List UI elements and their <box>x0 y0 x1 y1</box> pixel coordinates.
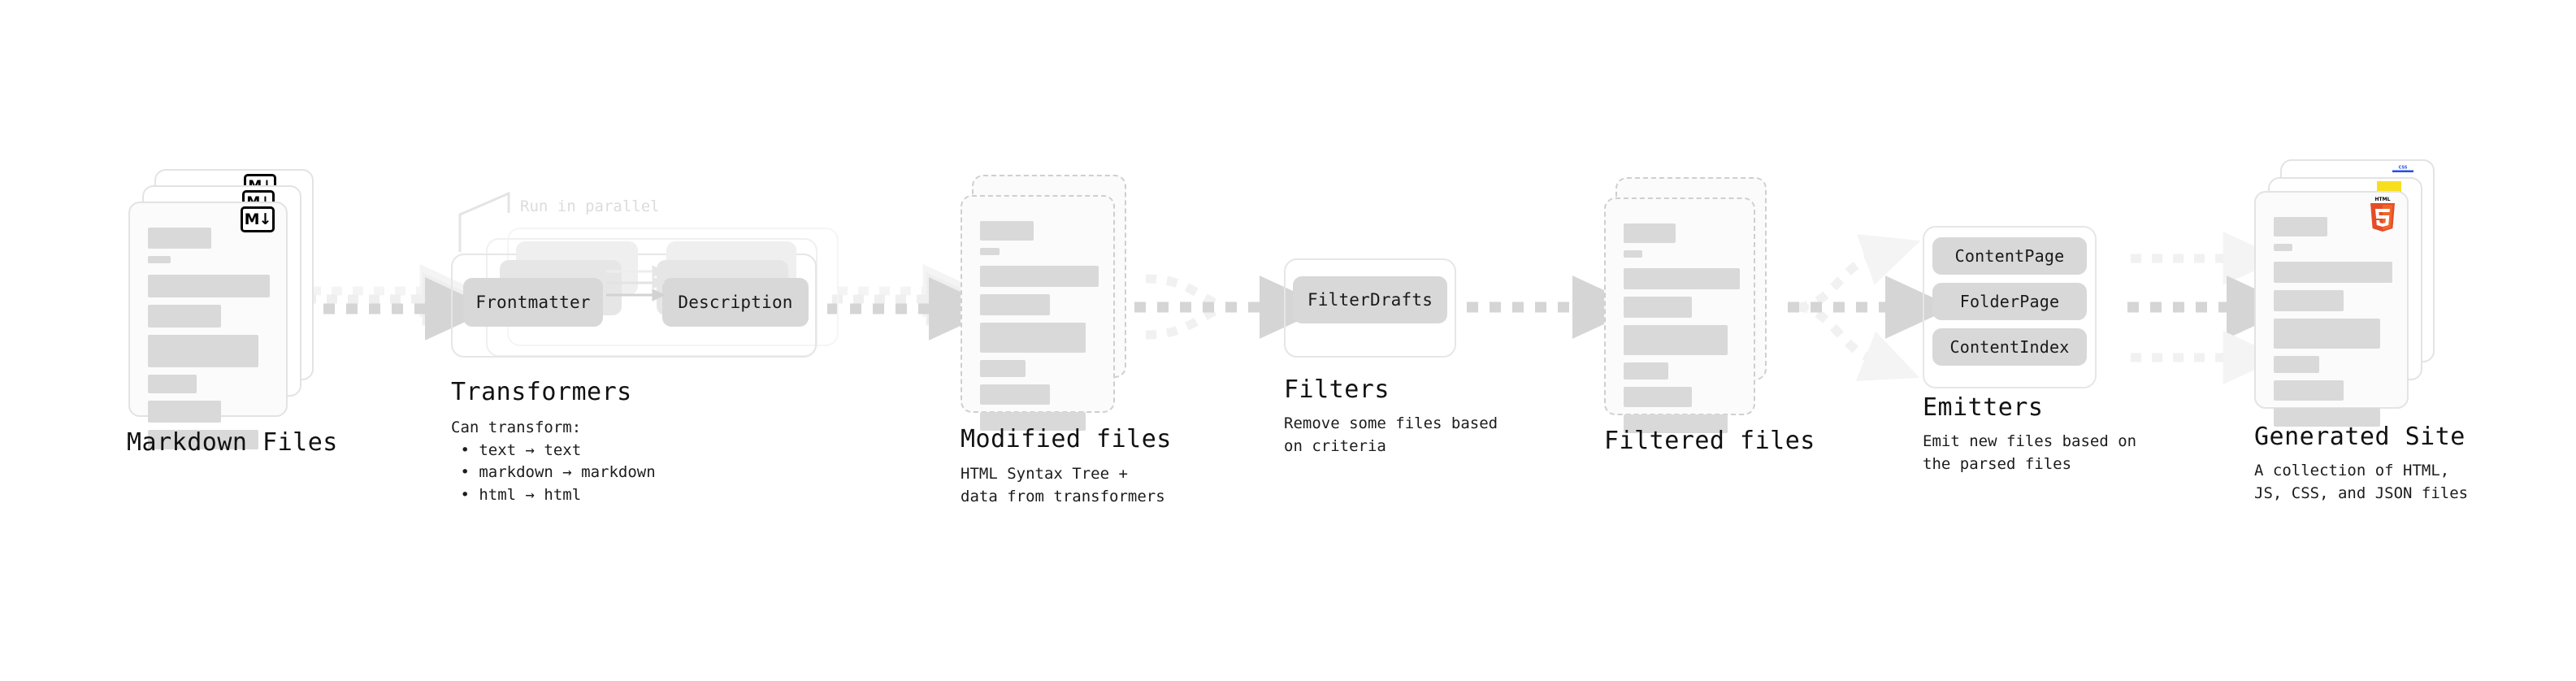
stage-title-transformers: Transformers <box>451 378 632 406</box>
connector-transformers-to-modified <box>827 264 998 340</box>
svg-text:HTML: HTML <box>2375 197 2391 202</box>
connector-modified-to-filters <box>1134 274 1329 340</box>
filters-box <box>1284 258 1456 358</box>
connector-emitters-to-generated <box>2127 232 2296 384</box>
generated-card-content-lines <box>2274 217 2392 434</box>
html5-icon: HTML <box>2370 197 2395 232</box>
markdown-card-content-lines <box>148 228 271 457</box>
svg-text:CSS: CSS <box>2399 166 2408 171</box>
stage-title-filters: Filters <box>1284 375 1390 404</box>
emitters-box <box>1923 226 2097 388</box>
chip-frontmatter[interactable]: Frontmatter <box>463 278 603 327</box>
chip-filterdrafts[interactable]: FilterDrafts <box>1293 276 1447 323</box>
stage-subtitle-emitters: Emit new files based on the parsed files <box>1923 432 2137 473</box>
stage-title-modified-files: Modified files <box>961 425 1172 453</box>
chip-contentindex[interactable]: ContentIndex <box>1932 328 2087 366</box>
filtered-card-content-lines <box>1624 223 1740 440</box>
filtered-card-front <box>1604 197 1755 433</box>
modified-card-front <box>961 195 1115 431</box>
stage-subtitle-filters: Remove some files based on criteria <box>1284 414 1498 455</box>
modified-card-content-lines <box>980 221 1099 438</box>
css-icon: CSS <box>2392 164 2413 172</box>
stage-subtitle-modified-files: HTML Syntax Tree + data from transformer… <box>961 465 1165 505</box>
chip-description[interactable]: Description <box>662 278 809 327</box>
stage-subtitle-generated-site: A collection of HTML, JS, CSS, and JSON … <box>2254 462 2469 502</box>
chip-folderpage[interactable]: FolderPage <box>1932 283 2087 320</box>
stage-title-markdown-files: Markdown Files <box>127 428 338 457</box>
run-in-parallel-label: Run in parallel <box>520 197 660 215</box>
markdown-icon: M↓ <box>241 206 275 232</box>
stage-title-emitters: Emitters <box>1923 393 2044 422</box>
connector-filtered-to-emitters <box>1788 234 1954 381</box>
markdown-card-front <box>128 202 288 449</box>
transformers-internal-arrows <box>606 265 665 301</box>
chip-contentpage[interactable]: ContentPage <box>1932 237 2087 275</box>
stage-title-generated-site: Generated Site <box>2254 423 2465 451</box>
stage-title-filtered-files: Filtered files <box>1604 427 1815 455</box>
connector-markdown-to-transformers <box>301 264 494 340</box>
stage-subtitle-transformers: Can transform: • text → text • markdown … <box>451 419 656 504</box>
